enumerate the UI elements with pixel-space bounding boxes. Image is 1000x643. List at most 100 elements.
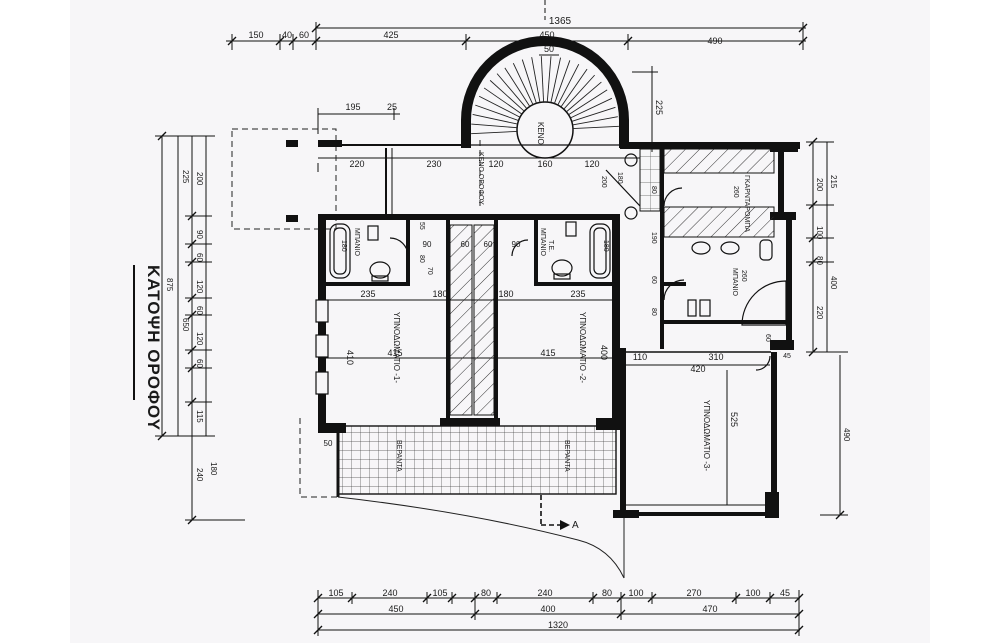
dim-bath-2: 60 bbox=[461, 240, 470, 249]
dim-right-0: 110 bbox=[633, 352, 647, 362]
dim-bath-11: 80 bbox=[650, 186, 657, 194]
dim-left-3: 60 bbox=[195, 253, 204, 262]
dim-bottom-1: 240 bbox=[382, 588, 397, 598]
stair-tread bbox=[563, 74, 595, 110]
veranda bbox=[336, 425, 625, 579]
dim-bottom-6: 100 bbox=[628, 588, 643, 598]
dim-right-total-1: 490 bbox=[842, 428, 851, 442]
stair-tread bbox=[483, 87, 523, 115]
dim-bottom2-1: 400 bbox=[540, 604, 555, 614]
dim-top-0: 150 bbox=[248, 30, 263, 40]
dim-left-1: 200 bbox=[195, 172, 204, 186]
dim-bath-17: 45 bbox=[783, 353, 791, 360]
dim-int-mid-1: 180 bbox=[432, 289, 447, 299]
stair-tread bbox=[553, 60, 571, 104]
dim-right-1: 310 bbox=[708, 352, 723, 362]
label-void-floor: ΚΕΝΟ ΟΡΟΦΟΥ bbox=[477, 152, 484, 205]
label-bedroom-1: ΥΠΝΟΔΩΜΑΤΙΟ -1- bbox=[392, 312, 401, 383]
dim-bath-0: 55 bbox=[418, 222, 425, 230]
dim-int-top-1: 230 bbox=[426, 159, 441, 169]
dim-room-w-0: 415 bbox=[387, 348, 402, 358]
dim-int-top-2: 120 bbox=[488, 159, 503, 169]
stair-tread bbox=[568, 89, 608, 116]
dim-bottom-5: 80 bbox=[602, 588, 612, 598]
stair-tread bbox=[546, 56, 552, 103]
stair-tread bbox=[471, 130, 518, 135]
label-bath-1: ΜΠΑΝΙΟ bbox=[353, 228, 360, 257]
dim-left-4: 120 bbox=[195, 280, 204, 294]
dim-top-2: 60 bbox=[299, 30, 309, 40]
stair-tread bbox=[572, 125, 619, 130]
dim-bath-19: 50 bbox=[324, 439, 333, 448]
dim-bottom-4: 240 bbox=[537, 588, 552, 598]
dimension-lines bbox=[155, 0, 848, 636]
dim-vert-0: 410 bbox=[345, 350, 355, 365]
dim-left-9: 180 bbox=[209, 462, 218, 476]
stair-tread bbox=[496, 73, 528, 109]
dim-bath-10: 200 bbox=[600, 176, 607, 188]
stair-tread bbox=[560, 68, 588, 108]
label-bedroom-2: ΥΠΝΟΔΩΜΑΤΙΟ -2- bbox=[578, 312, 587, 383]
dim-bottom2-0: 450 bbox=[388, 604, 403, 614]
dim-top-5: 490 bbox=[707, 36, 722, 46]
stair-tread bbox=[504, 67, 531, 107]
walls bbox=[286, 140, 800, 518]
dim-bath-18: 60 bbox=[764, 334, 771, 342]
dim-left-small-0: 195 bbox=[345, 102, 360, 112]
stair-tread bbox=[571, 106, 616, 122]
dim-bath-7: 180 bbox=[340, 240, 347, 252]
stair-tread bbox=[471, 123, 518, 129]
dim-int-mid-2: 180 bbox=[498, 289, 513, 299]
dim-right-chain-3: 80 bbox=[815, 256, 824, 265]
stair-tread bbox=[570, 97, 613, 119]
dim-bath-14: 260 bbox=[740, 270, 747, 282]
dim-bottom-3: 80 bbox=[481, 588, 491, 598]
dim-top-3: 425 bbox=[383, 30, 398, 40]
dim-int-mid-3: 235 bbox=[570, 289, 585, 299]
stair-tread bbox=[512, 62, 534, 105]
stair-tread bbox=[531, 57, 541, 103]
dim-bath-1: 90 bbox=[423, 240, 432, 249]
dim-left-5: 60 bbox=[195, 306, 204, 315]
plan-title: ΚΑΤΟΨΗ ΟΡΟΦΟΥ bbox=[144, 265, 163, 431]
dim-bottom-total: 1320 bbox=[548, 620, 568, 630]
dim-top-4: 450 bbox=[539, 30, 554, 40]
dim-bottom-9: 45 bbox=[780, 588, 790, 598]
dim-left-small-1: 25 bbox=[387, 102, 397, 112]
dim-int-top-3: 160 bbox=[537, 159, 552, 169]
dim-left-8: 115 bbox=[195, 410, 204, 423]
label-veranda-1: ΒΕΡΑΝΤΑ bbox=[395, 440, 402, 472]
dim-left-10: 240 bbox=[195, 468, 204, 482]
dim-right-chain-1: 200 bbox=[815, 178, 824, 192]
stair-tread bbox=[475, 104, 519, 122]
dim-left-2: 90 bbox=[195, 230, 204, 239]
dim-top-1: 40 bbox=[282, 30, 292, 40]
dim-vert-2: 525 bbox=[729, 412, 739, 427]
dim-left-6: 120 bbox=[195, 332, 204, 346]
fixtures bbox=[329, 153, 787, 371]
dim-bath-9: 180 bbox=[616, 172, 623, 184]
dim-right-chain-0: 215 bbox=[829, 175, 838, 189]
dim-top-total: 1365 bbox=[549, 16, 572, 27]
dim-bath-5: 90 bbox=[512, 240, 521, 249]
section-marker: Α bbox=[572, 520, 579, 531]
dim-stair-w: 50 bbox=[544, 44, 554, 54]
dim-left-total-1: 650 bbox=[181, 318, 190, 332]
dim-bath-12: 190 bbox=[650, 232, 657, 244]
dim-bath-4: 70 bbox=[426, 267, 433, 275]
stair-tread bbox=[566, 81, 602, 113]
label-void: ΚΕΝΟ bbox=[536, 122, 545, 145]
label-wardrobe-1: ΓΚΑΡΝΤΑΡΟΜΠΑ bbox=[743, 175, 750, 232]
dim-bottom-8: 100 bbox=[745, 588, 760, 598]
dim-bottom-7: 270 bbox=[686, 588, 701, 598]
dim-int-top-0: 220 bbox=[349, 159, 364, 169]
dim-bottom2-2: 470 bbox=[702, 604, 717, 614]
stair-tread bbox=[557, 63, 580, 106]
dim-left-7: 60 bbox=[195, 359, 204, 368]
dimension-ticks bbox=[157, 23, 845, 635]
dim-bath-3: 80 bbox=[418, 255, 425, 263]
dim-bath-13: 260 bbox=[732, 186, 739, 198]
stair-tread bbox=[489, 80, 525, 112]
